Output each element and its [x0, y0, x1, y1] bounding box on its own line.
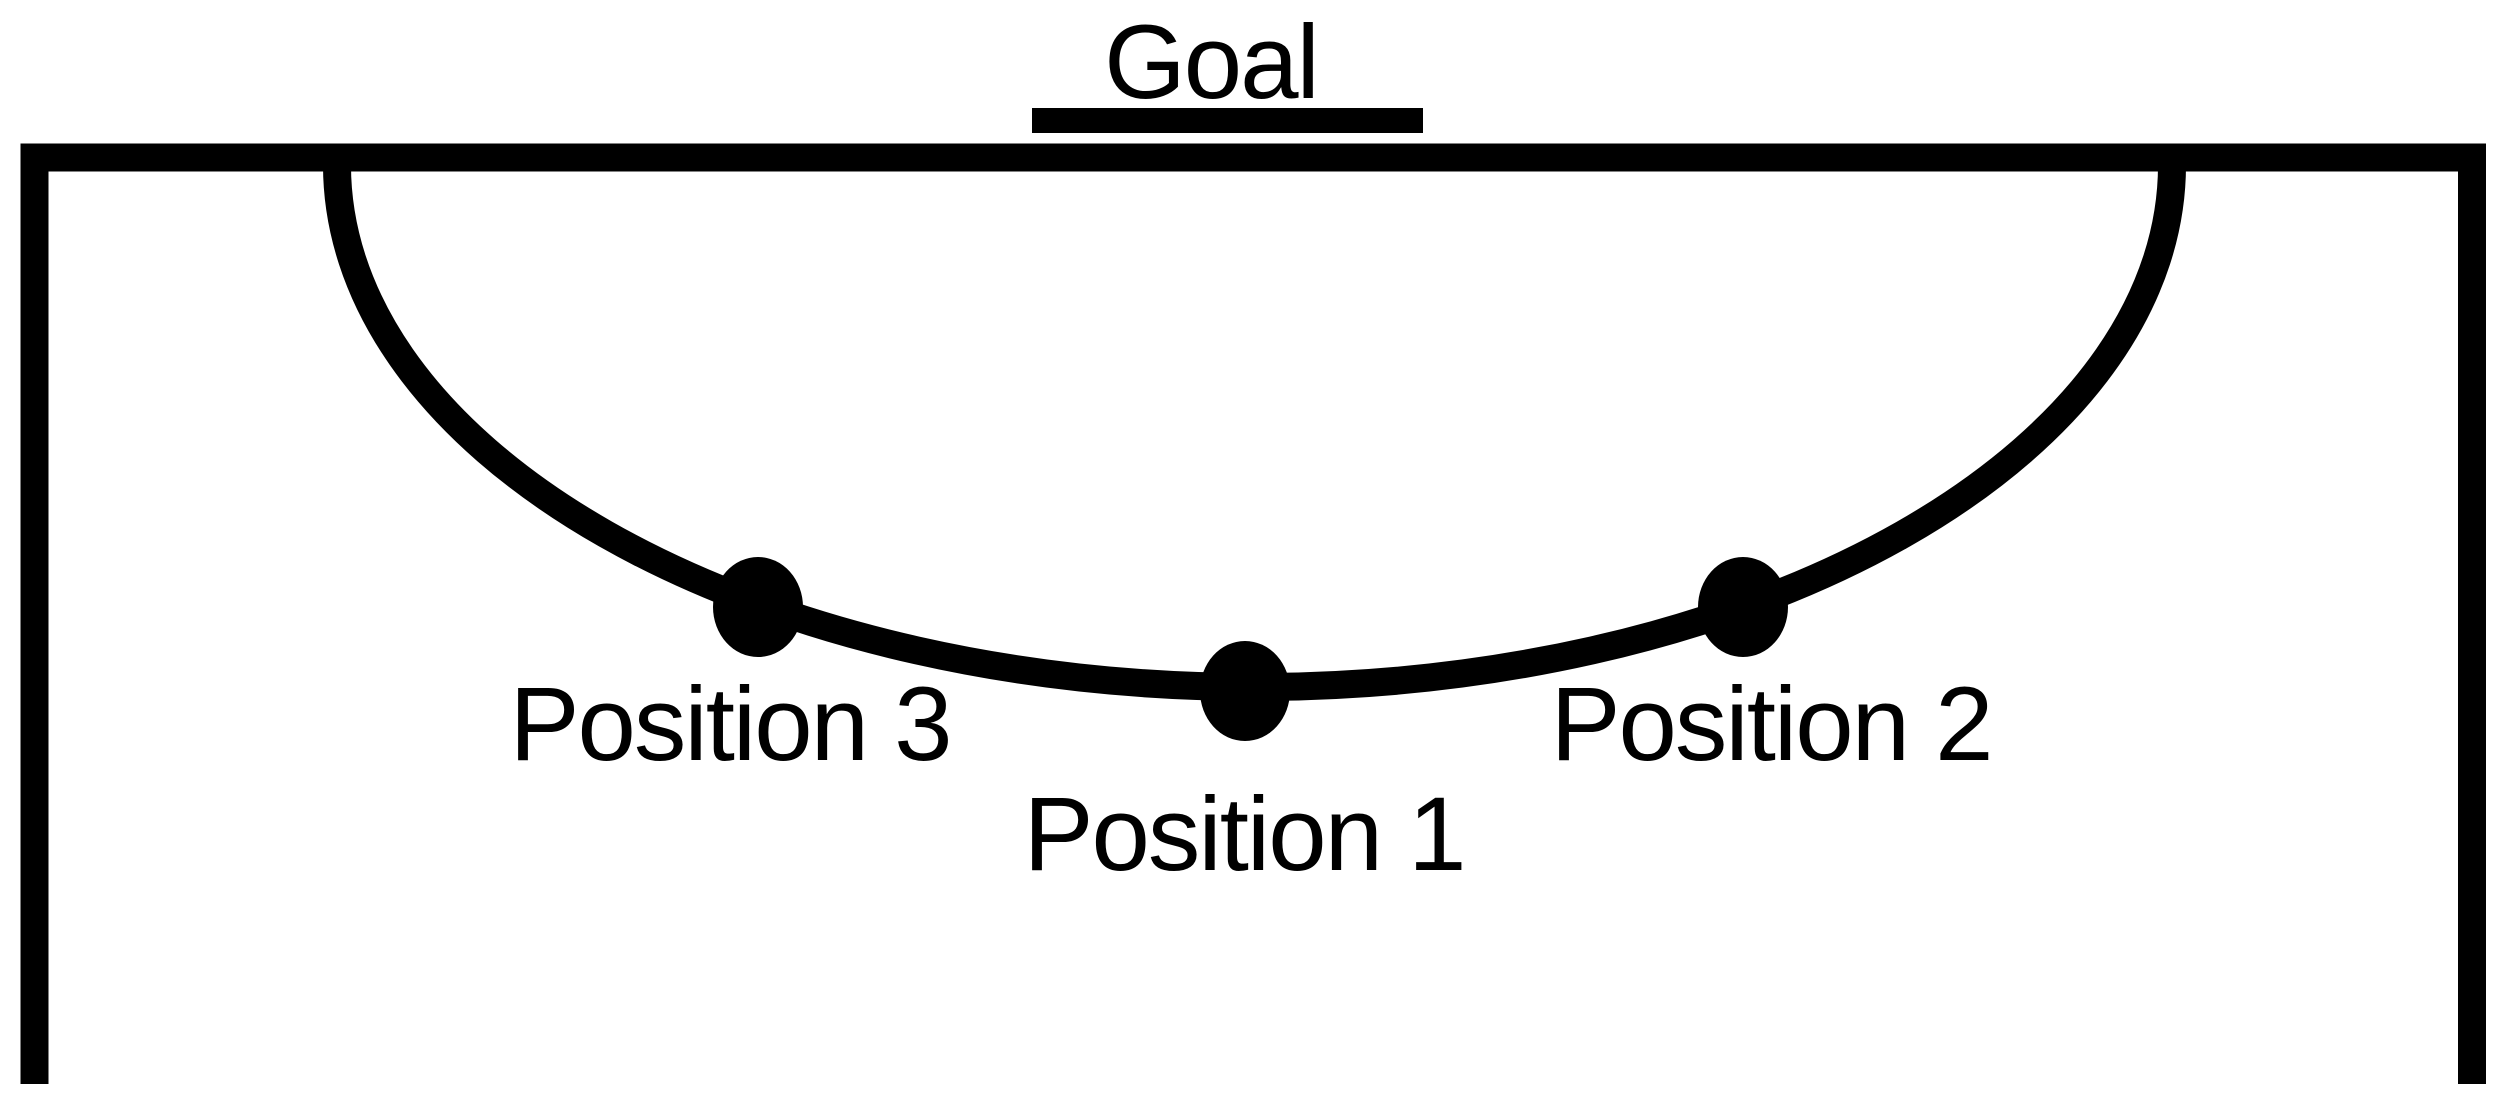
position-3-marker: [713, 557, 803, 657]
position-1-label: Position 1: [1023, 776, 1464, 893]
position-3-label: Position 3: [509, 666, 950, 783]
crease-arc: [323, 164, 2186, 701]
field-boundary-line: [20, 143, 2486, 1084]
position-2-marker: [1698, 557, 1788, 657]
position-1-marker: [1200, 641, 1290, 741]
goal-label: Goal: [1104, 4, 1318, 121]
goal-bar: [1032, 108, 1423, 133]
position-2-label: Position 2: [1550, 666, 1991, 783]
